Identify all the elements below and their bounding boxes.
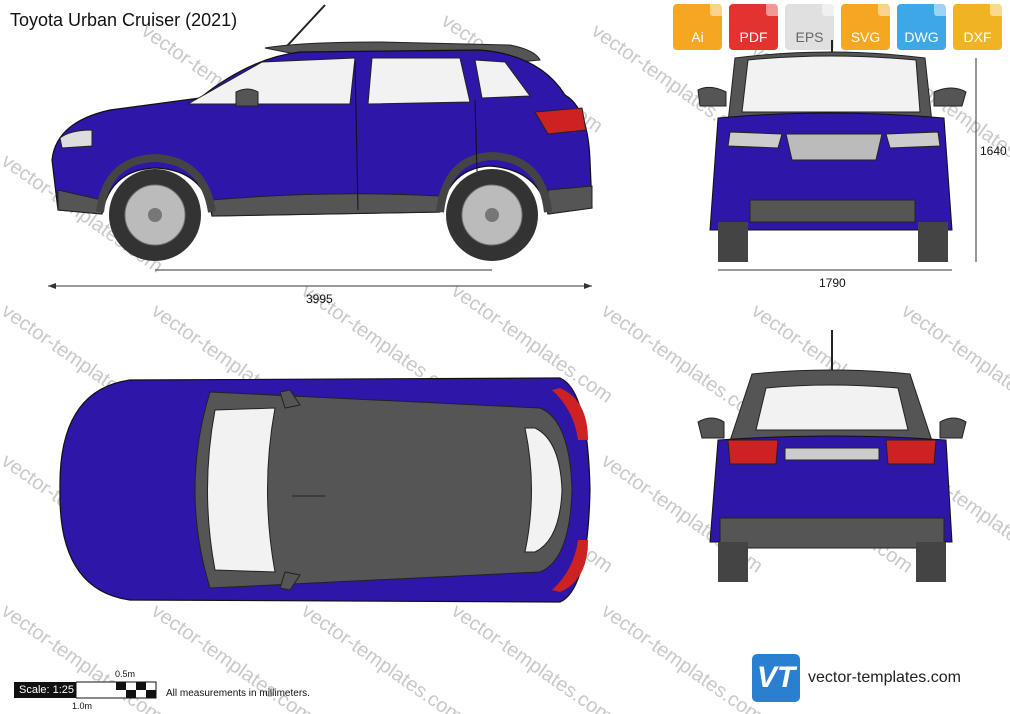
front-tire-left xyxy=(718,222,748,262)
rear-wheel xyxy=(446,169,538,261)
front-bumper-cladding xyxy=(57,189,103,215)
height-dimension: 1640 xyxy=(980,144,1007,158)
side-mirror xyxy=(235,88,259,107)
eps-format-label: EPS xyxy=(795,29,824,45)
headlight-side xyxy=(59,129,93,149)
svg-format-label: SVG xyxy=(850,29,881,45)
taillights-top xyxy=(552,388,588,592)
scale-one-meter: 1.0m xyxy=(72,701,93,711)
rear-bumper xyxy=(719,517,945,549)
length-dimension: 3995 xyxy=(306,292,333,306)
ai-format-label: Ai xyxy=(691,29,704,45)
headlights-front xyxy=(727,131,941,149)
eps-format-icon[interactable]: EPS xyxy=(785,4,834,50)
svg-format-icon[interactable]: SVG xyxy=(841,4,890,50)
width-dimension: 1790 xyxy=(819,276,846,290)
front-window xyxy=(186,57,356,105)
rear-garnish xyxy=(784,447,880,461)
scale-bar xyxy=(76,681,157,699)
page-title: Toyota Urban Cruiser (2021) xyxy=(10,10,238,30)
front-tire-right xyxy=(918,222,948,262)
vt-logo[interactable]: VT xyxy=(752,654,800,702)
rear-bumper-cladding xyxy=(547,185,593,215)
windshield xyxy=(741,55,921,113)
scale-label: Scale: 1:25 xyxy=(14,682,78,698)
front-mirrors xyxy=(697,86,967,107)
rear-door-window xyxy=(367,57,471,105)
format-icons: Ai PDF EPS SVG DWG DXF xyxy=(673,4,1002,50)
dwg-format-icon[interactable]: DWG xyxy=(897,4,946,50)
top-view xyxy=(59,377,591,603)
lower-bumper xyxy=(749,199,916,223)
quarter-window xyxy=(474,59,531,99)
watermark-text: vector-templates.com xyxy=(597,600,767,714)
front-wheel xyxy=(109,169,201,261)
dxf-format-icon[interactable]: DXF xyxy=(953,4,1002,50)
side-skirt xyxy=(211,193,441,217)
rear-view xyxy=(697,330,967,582)
pdf-format-label: PDF xyxy=(739,29,768,45)
grille xyxy=(785,133,883,161)
dwg-format-label: DWG xyxy=(904,29,939,45)
rear-mirrors xyxy=(697,417,967,439)
brand-link[interactable]: vector-templates.com xyxy=(808,669,961,686)
rear-window-top xyxy=(524,427,563,553)
antenna xyxy=(286,4,326,47)
front-view xyxy=(697,40,977,271)
measurement-note: All measurements in millimeters. xyxy=(166,688,310,699)
windshield-top xyxy=(207,407,276,573)
dxf-format-label: DXF xyxy=(963,29,992,45)
pdf-format-icon[interactable]: PDF xyxy=(729,4,778,50)
roof-top xyxy=(194,391,573,589)
taillight-side xyxy=(534,107,587,135)
mirrors-top xyxy=(279,389,301,591)
rear-tire-right xyxy=(916,542,946,582)
front-arch xyxy=(96,153,216,213)
ai-format-icon[interactable]: Ai xyxy=(673,4,722,50)
scale-half-meter: 0.5m xyxy=(115,669,136,679)
rear-glass xyxy=(755,384,909,431)
rear-tire-left xyxy=(718,542,748,582)
rear-arch xyxy=(436,151,552,213)
rear-lights xyxy=(727,439,937,465)
side-view xyxy=(48,4,593,289)
